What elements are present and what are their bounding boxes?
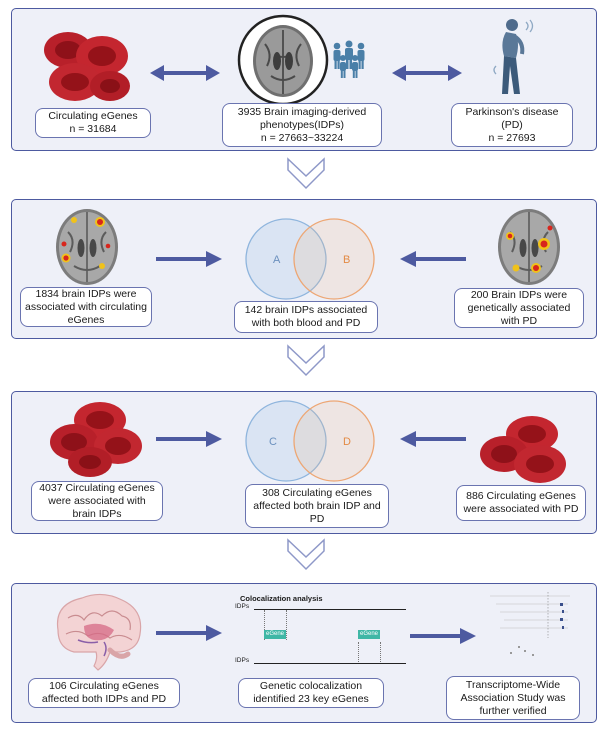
brain-mri-icon bbox=[237, 14, 329, 106]
label-egenes-with-pd: 886 Circulating eGenes were associated w… bbox=[456, 485, 586, 521]
red-blood-cells-icon bbox=[480, 416, 566, 483]
dotted-guide bbox=[264, 610, 266, 640]
right-arrow-icon bbox=[156, 625, 222, 641]
venn-label-b: B bbox=[343, 254, 350, 266]
egene-box: eGene bbox=[264, 630, 286, 639]
brain-anatomy-icon bbox=[56, 593, 142, 671]
brain-activation-icon bbox=[498, 209, 560, 285]
venn-label-d: D bbox=[343, 436, 351, 448]
venn-diagram: A B bbox=[245, 218, 375, 300]
track-line-top bbox=[254, 609, 406, 610]
label-parkinsons-disease: Parkinson's disease (PD) n = 27693 bbox=[451, 103, 573, 147]
right-arrow-icon bbox=[156, 251, 222, 267]
right-arrow-icon bbox=[156, 431, 222, 447]
label-egenes-both-idps-pd: 106 Circulating eGenes affected both IDP… bbox=[28, 678, 180, 708]
label-egenes-idp-and-pd: 308 Circulating eGenes affected both bra… bbox=[245, 484, 389, 528]
egene-box: eGene bbox=[358, 630, 380, 639]
right-arrow-icon bbox=[410, 628, 476, 644]
left-arrow-icon bbox=[400, 431, 466, 447]
label-idps-with-egenes: 1834 brain IDPs were associated with cir… bbox=[20, 287, 152, 327]
venn-label-c: C bbox=[269, 436, 277, 448]
label-twas-verification: Transcriptome-Wide Association Study was… bbox=[446, 676, 580, 720]
chevron-down-icon bbox=[287, 157, 325, 190]
chevron-down-icon bbox=[287, 538, 325, 571]
label-idps-blood-and-pd: 142 brain IDPs associated with both bloo… bbox=[234, 301, 378, 333]
left-arrow-icon bbox=[400, 251, 466, 267]
colocalization-diagram: Colocalization analysis IDPs IDPs eGene … bbox=[232, 590, 410, 670]
people-group-icon bbox=[333, 40, 365, 78]
dotted-guide bbox=[358, 642, 360, 662]
label-circulating-egenes: Circulating eGenes n = 31684 bbox=[35, 108, 151, 138]
double-arrow-icon bbox=[392, 65, 462, 81]
label-egenes-with-idps: 4037 Circulating eGenes were associated … bbox=[31, 481, 163, 521]
chevron-down-icon bbox=[287, 344, 325, 377]
label-idps-with-pd: 200 Brain IDPs were genetically associat… bbox=[454, 288, 584, 328]
double-arrow-icon bbox=[150, 65, 220, 81]
dotted-guide bbox=[286, 610, 288, 640]
dotted-guide bbox=[380, 642, 382, 662]
parkinson-patient-icon bbox=[493, 19, 534, 94]
label-colocalization-result: Genetic colocalization identified 23 key… bbox=[238, 678, 384, 708]
track-label-top: IDPs bbox=[235, 603, 250, 610]
track-label-bottom: IDPs bbox=[235, 657, 250, 664]
venn-diagram: C D bbox=[245, 400, 375, 482]
label-brain-idps: 3935 Brain imaging-derived phenotypes(ID… bbox=[222, 103, 382, 147]
colocalization-title: Colocalization analysis bbox=[240, 594, 323, 603]
brain-activation-icon bbox=[56, 209, 118, 285]
venn-label-a: A bbox=[273, 254, 281, 266]
track-line-bottom bbox=[254, 663, 406, 664]
red-blood-cells-icon bbox=[50, 402, 142, 477]
red-blood-cells-icon bbox=[44, 32, 130, 101]
twas-forest-plot-thumbnail bbox=[490, 592, 570, 656]
